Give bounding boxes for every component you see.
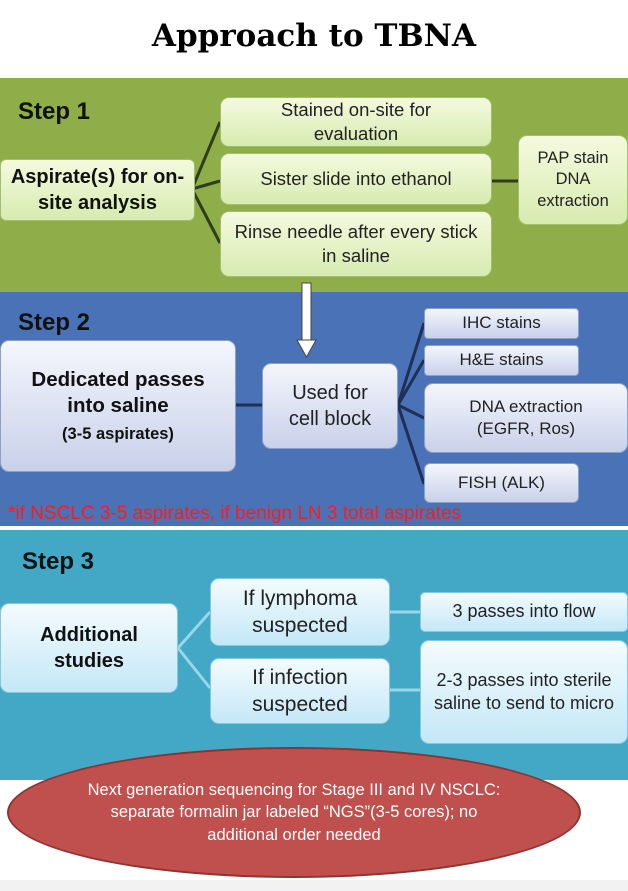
- step3-label: Step 3: [22, 548, 95, 575]
- bottom-strip: [0, 880, 628, 891]
- dna-extraction-box: DNA extraction (EGFR, Ros): [424, 383, 628, 453]
- rinse-box: Rinse needle after every stick in saline: [220, 211, 492, 277]
- pap-stain-box: PAP stain DNA extraction: [518, 135, 628, 225]
- aspirate-box: Aspirate(s) for on-site analysis: [0, 159, 195, 221]
- fish-alk-box: FISH (ALK): [424, 463, 579, 503]
- step2-label: Step 2: [18, 309, 91, 336]
- lymphoma-box: If lymphoma suspected: [210, 578, 390, 646]
- aspirate-count: (3-5 aspirates): [62, 424, 174, 443]
- ihc-stains-box: IHC stains: [424, 308, 579, 339]
- he-stains-box: H&E stains: [424, 345, 579, 376]
- additional-studies-box: Additional studies: [0, 603, 178, 693]
- dedicated-passes-text: Dedicated passes into saline: [31, 367, 205, 418]
- stained-box: Stained on-site for evaluation: [220, 97, 492, 147]
- sister-slide-box: Sister slide into ethanol: [220, 153, 492, 205]
- down-arrow-icon: [296, 282, 317, 359]
- page-title: Approach to TBNA: [151, 18, 477, 54]
- cell-block-box: Used for cell block: [262, 363, 398, 449]
- flow-box: 3 passes into flow: [420, 592, 628, 632]
- aspirate-note: *if NSCLC 3-5 aspirates, if benign LN 3 …: [8, 503, 462, 524]
- infection-box: If infection suspected: [210, 658, 390, 724]
- dedicated-passes-box: Dedicated passes into saline (3-5 aspira…: [0, 340, 236, 472]
- micro-box: 2-3 passes into sterile saline to send t…: [420, 640, 628, 744]
- ngs-ellipse: Next generation sequencing for Stage III…: [7, 747, 581, 878]
- step1-label: Step 1: [18, 98, 91, 125]
